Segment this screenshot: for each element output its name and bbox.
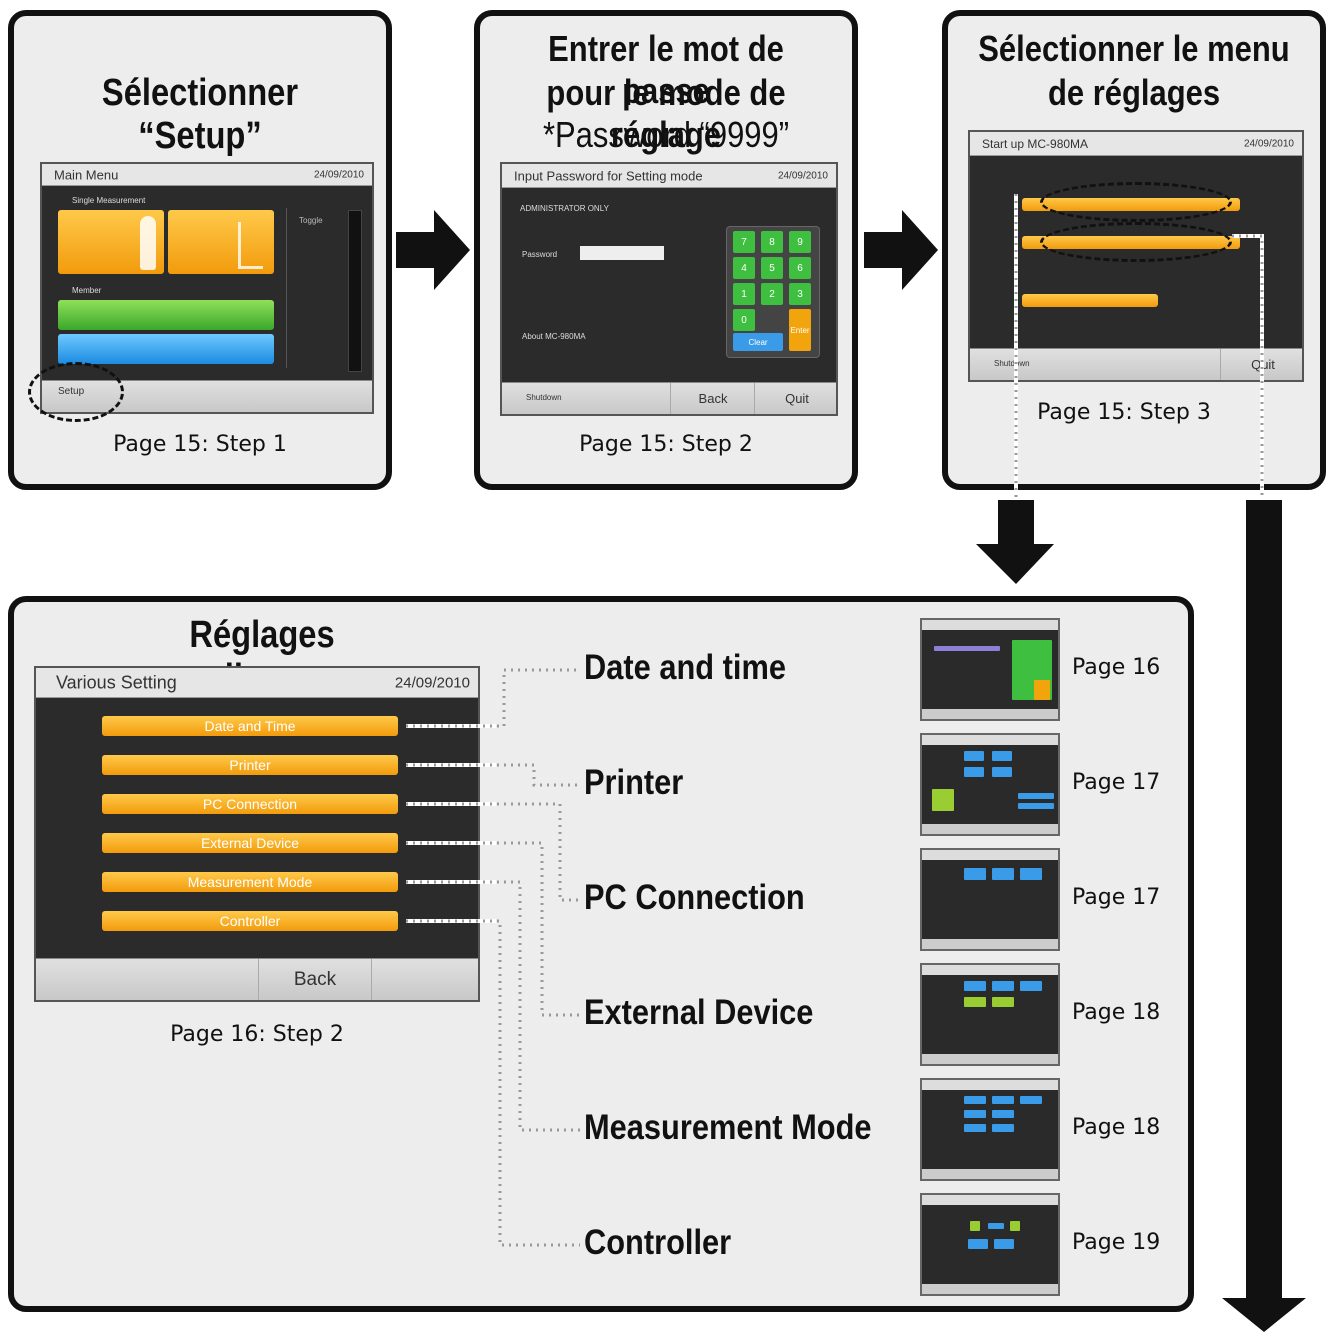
various-panel: Réglages divers Various Setting 24/09/20… (8, 596, 1194, 1312)
thumb-measurement-mode (920, 1078, 1060, 1181)
arrow-down-icon (976, 500, 1054, 584)
bar-printer[interactable]: Printer (102, 755, 398, 775)
thumb-controller (920, 1193, 1060, 1296)
page-ref-date-and-time: Page 16 (1072, 655, 1161, 680)
arrow-right-icon (396, 210, 470, 290)
back-button[interactable]: Back (258, 959, 372, 1000)
step1-caption: Page 15: Step 1 (113, 432, 287, 457)
quit-button[interactable]: Quit (754, 383, 836, 414)
step2-title-line3: *Password “9999” (542, 114, 790, 155)
menu-highlight-1 (1040, 182, 1232, 222)
item-label-date-and-time: Date and time (584, 648, 786, 687)
screen-date: 24/09/2010 (313, 169, 364, 180)
key-7[interactable]: 7 (733, 231, 755, 253)
long-arrow-shaft (1246, 500, 1282, 1300)
page-ref-controller: Page 19 (1072, 1230, 1161, 1255)
thumb-date-and-time (920, 618, 1060, 721)
screen-header: Various Setting (56, 672, 177, 692)
various-caption: Page 16: Step 2 (170, 1022, 344, 1047)
step2-caption: Page 15: Step 2 (579, 432, 753, 457)
bar-pc-connection[interactable]: PC Connection (102, 794, 398, 814)
key-5[interactable]: 5 (761, 257, 783, 279)
arrow-down-icon (1222, 1298, 1306, 1332)
bar-label-connectors (406, 668, 580, 1247)
thumb-external-device (920, 963, 1060, 1066)
screen-date: 24/09/2010 (394, 674, 470, 691)
back-button[interactable]: Back (670, 383, 755, 414)
password-label: Password (522, 250, 558, 259)
bar-controller[interactable]: Controller (102, 911, 398, 931)
screen-date: 24/09/2010 (777, 170, 828, 181)
arrow-right-icon (864, 210, 938, 290)
scrollbar[interactable] (348, 210, 362, 372)
menu-bar-3[interactable] (1022, 294, 1158, 307)
step2-title-line1: Entrer le mot de passe (548, 28, 784, 111)
page-ref-external-device: Page 18 (1072, 1000, 1161, 1025)
menu-highlight-2 (1040, 222, 1232, 262)
key-1[interactable]: 1 (733, 283, 755, 305)
screen-header: Input Password for Setting mode (514, 168, 703, 183)
bar-date-and-time[interactable]: Date and Time (102, 716, 398, 736)
password-input[interactable] (580, 246, 664, 260)
step2-panel: Entrer le mot de passe pour le mode de r… (474, 10, 858, 490)
section-member: Member (72, 286, 102, 295)
key-3[interactable]: 3 (789, 283, 811, 305)
keypad: 7 8 9 4 5 6 1 2 3 0 Clear Enter (726, 226, 820, 358)
page-ref-printer: Page 17 (1072, 770, 1161, 795)
key-9[interactable]: 9 (789, 231, 811, 253)
item-label-controller: Controller (584, 1223, 732, 1262)
key-6[interactable]: 6 (789, 257, 811, 279)
step1-title: Sélectionner “Setup” (101, 72, 299, 157)
side-list: Toggle (286, 208, 345, 368)
step1-panel: Sélectionner “Setup” Main Menu 24/09/201… (8, 10, 392, 490)
step3-caption: Page 15: Step 3 (1037, 400, 1211, 425)
key-8[interactable]: 8 (761, 231, 783, 253)
bar-measurement-mode[interactable]: Measurement Mode (102, 872, 398, 892)
step3-panel: Sélectionner le menu de réglages Start u… (942, 10, 1326, 490)
clear-key[interactable]: Clear (733, 333, 783, 351)
tile-weight[interactable] (168, 210, 274, 274)
tile-member-green[interactable] (58, 300, 274, 330)
screen-date: 24/09/2010 (1243, 138, 1294, 149)
step2-title-line2: pour le mode de réglage (546, 72, 786, 155)
item-label-pc-connection: PC Connection (584, 878, 805, 917)
key-2[interactable]: 2 (761, 283, 783, 305)
section-single: Single Measurement (72, 196, 146, 205)
screen-header: Main Menu (54, 167, 119, 182)
person-icon (140, 216, 156, 270)
page-ref-measurement-mode: Page 18 (1072, 1115, 1161, 1140)
password-screenshot: Input Password for Setting mode 24/09/20… (500, 162, 838, 416)
thumb-pc-connection (920, 848, 1060, 951)
scale-icon (238, 222, 263, 269)
page-ref-pc-connection: Page 17 (1072, 885, 1161, 910)
setup-highlight (28, 362, 124, 422)
step3-title-line1: Sélectionner le menu (978, 28, 1290, 69)
thumb-printer (920, 733, 1060, 836)
step3-title-line2: de réglages (1047, 72, 1221, 113)
shutdown-button[interactable]: Shutdown (994, 359, 1030, 368)
admin-note: ADMINISTRATOR ONLY (520, 204, 609, 213)
item-label-printer: Printer (584, 763, 684, 802)
shutdown-button[interactable]: Shutdown (526, 393, 562, 402)
tile-member-blue[interactable] (58, 334, 274, 364)
key-0[interactable]: 0 (733, 309, 755, 331)
screen-header: Start up MC-980MA (982, 136, 1089, 151)
bar-external-device[interactable]: External Device (102, 833, 398, 853)
enter-key[interactable]: Enter (789, 309, 811, 351)
various-setting-screenshot: Various Setting 24/09/2010 Date and Time… (34, 666, 480, 1002)
item-label-external-device: External Device (584, 993, 814, 1032)
item-label-measurement-mode: Measurement Mode (584, 1108, 872, 1147)
about-label: About MC-980MA (522, 332, 586, 341)
key-4[interactable]: 4 (733, 257, 755, 279)
